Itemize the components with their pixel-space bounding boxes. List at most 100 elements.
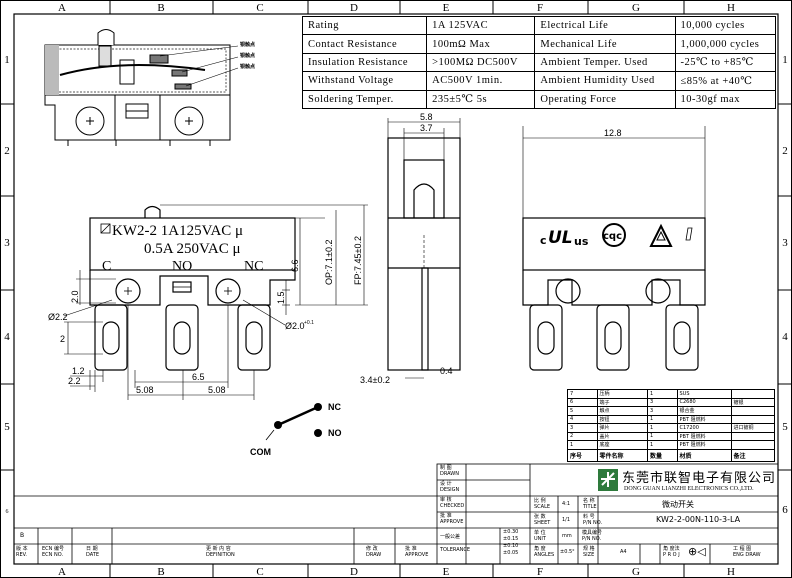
part-remark: [730, 440, 776, 450]
col-f-top: F: [537, 2, 543, 14]
dim-1-2: 1.2: [72, 366, 85, 376]
tb-drawn-cn: 制 图: [440, 465, 452, 471]
schematic-com: COM: [250, 447, 271, 457]
spec-value: -25℃ to +85℃: [674, 52, 777, 73]
spec-table: Rating 1A 125VAC Electrical Life 10,000 …: [301, 15, 777, 110]
col-d-top: D: [350, 2, 358, 14]
dim-pin-tolerance: +0.1: [304, 320, 314, 326]
dim-free-position: FP:7.45±0.2: [353, 236, 363, 285]
tb-tol-3: ±0.10: [503, 543, 519, 549]
part-name: 按钮: [596, 414, 648, 424]
part-name: 端子: [596, 397, 648, 407]
ul-logo: UL: [548, 228, 573, 248]
tb-tol-values: ±0.30±0.15±0.10±0.05: [503, 529, 518, 557]
rev-header-def-en: DEFINITION: [206, 552, 235, 558]
col-c-bottom: C: [256, 566, 263, 578]
tb-part-number: KW2-2-00N-110-3-LA: [656, 515, 741, 524]
part-material: C2680: [676, 397, 732, 407]
part-no: 3: [567, 423, 598, 433]
side-dimensions: [387, 118, 461, 379]
part-no: 2: [567, 431, 598, 441]
spec-label: Withstand Voltage: [301, 71, 428, 91]
part-qty: 1: [646, 423, 678, 433]
tb-unit-en: UNIT: [534, 536, 546, 542]
spec-label: Soldering Temper.: [301, 89, 428, 110]
rev-header-date-en: DATE: [86, 552, 100, 558]
tb-projection-cn: 角 度法: [663, 546, 680, 552]
marking-line-2: 0.5A 250VAC μ: [144, 241, 241, 257]
tb-drawn-en: DRAWN: [440, 471, 459, 477]
spec-label: Electrical Life: [534, 15, 676, 36]
rev-header-approve-en: APPROVE: [405, 552, 429, 558]
tb-pn-cn: 料 号: [583, 514, 595, 520]
tb-tolerance-en: TOLERANCE: [440, 547, 471, 553]
part-material: 银合金: [676, 406, 732, 416]
tb-size-en: SIZE: [583, 552, 595, 558]
dim-pitch-2: 5.08: [208, 385, 226, 395]
rear-dim-text: 12.8: [604, 128, 622, 138]
terminal-label-nc: NC: [244, 259, 263, 274]
part-remark: 镀银: [730, 397, 776, 407]
callout-silver-contact-3: 银触点: [239, 63, 255, 70]
company-logo-icon: [598, 467, 618, 493]
part-qty: 3: [646, 406, 678, 416]
col-h-top: H: [727, 2, 735, 14]
tb-checked-en: CHECKED: [440, 503, 465, 509]
part-name: 压柄: [596, 389, 648, 399]
side-view: [387, 137, 461, 371]
parts-header-qty: 数量: [646, 448, 678, 462]
parts-header-remark: 备注: [730, 448, 776, 462]
rev-header-ecn-en: ECN NO.: [42, 552, 64, 558]
col-a-bottom: A: [58, 566, 66, 578]
tb-projection-en: P R O J: [663, 552, 680, 558]
col-h-bottom: H: [727, 566, 735, 578]
rev-b: B: [20, 532, 25, 539]
dim-span: 6.5: [192, 372, 205, 382]
part-no: 7: [567, 389, 598, 399]
title-block-grid: [14, 463, 779, 565]
spec-label: Contact Resistance: [301, 34, 428, 54]
tb-angles-en: ANGLES: [534, 552, 555, 558]
tb-mould-en: P/N NO.: [582, 536, 602, 542]
spec-row: Withstand Voltage AC500V 1min. Ambient H…: [301, 71, 777, 91]
section-view: [44, 29, 239, 146]
rear-marks-text: c UL us cqc: [540, 228, 622, 248]
row-3-left: 3: [4, 237, 10, 249]
part-remark: [730, 406, 776, 416]
spec-label: Ambient Humidity Used: [534, 71, 676, 91]
tb-title-cn: 微动开关: [662, 500, 694, 509]
spec-value: 1,000,000 cycles: [674, 34, 777, 54]
dim-3-4: 3.4±0.2: [360, 375, 390, 385]
cqc-mark: cqc: [603, 231, 622, 242]
spec-value: AC500V 1min.: [426, 71, 536, 91]
tb-checked-cn: 审 核: [440, 497, 452, 503]
row-4-left: 4: [4, 331, 10, 343]
tb-tol-1: ±0.30: [503, 529, 519, 535]
col-f-bottom: F: [537, 566, 543, 578]
part-no: 5: [567, 406, 598, 416]
spec-label: Mechanical Life: [534, 34, 676, 54]
tb-angles-cn: 角 度: [534, 546, 546, 552]
spec-value: 10,000 cycles: [674, 15, 777, 36]
tb-sheet-en: SHEET: [534, 520, 551, 526]
tb-scale-cn: 比 例: [534, 498, 546, 504]
tb-size-cn: 规 格: [583, 546, 595, 552]
callout-silver-contact-1: 银触点: [239, 41, 255, 48]
tb-eng-draw-en: ENG DRAW: [733, 552, 761, 558]
tb-sheet-cn: 张 数: [534, 514, 546, 520]
col-e-bottom: E: [443, 566, 450, 578]
